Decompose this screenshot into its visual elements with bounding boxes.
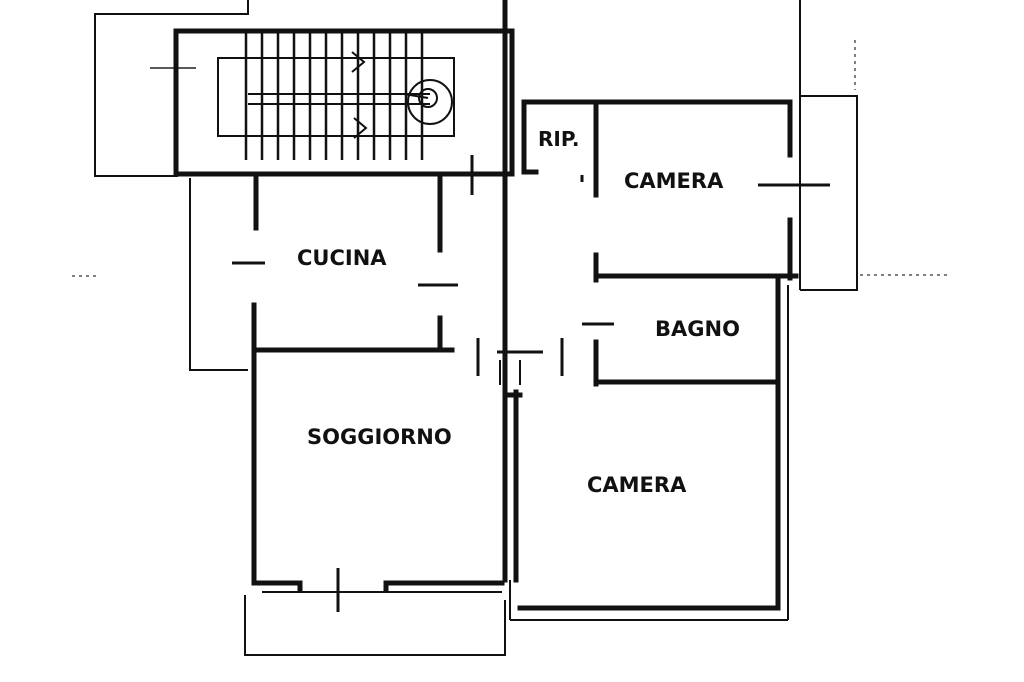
room-label-rip: RIP.	[538, 127, 579, 151]
room-label-camera-bottom: CAMERA	[587, 473, 687, 497]
stair-direction-arrows	[351, 51, 368, 139]
room-label-cucina: CUCINA	[297, 246, 387, 270]
room-label-camera-top: CAMERA	[624, 169, 724, 193]
stairwell	[173, 28, 515, 177]
exterior-outline	[72, 0, 950, 656]
walls	[173, 0, 801, 621]
stair-spiral-symbol	[403, 79, 453, 125]
room-label-bagno: BAGNO	[655, 317, 740, 341]
room-label-soggiorno: SOGGIORNO	[307, 425, 452, 449]
doors-and-windows	[232, 155, 830, 612]
stair-treads	[244, 33, 424, 160]
